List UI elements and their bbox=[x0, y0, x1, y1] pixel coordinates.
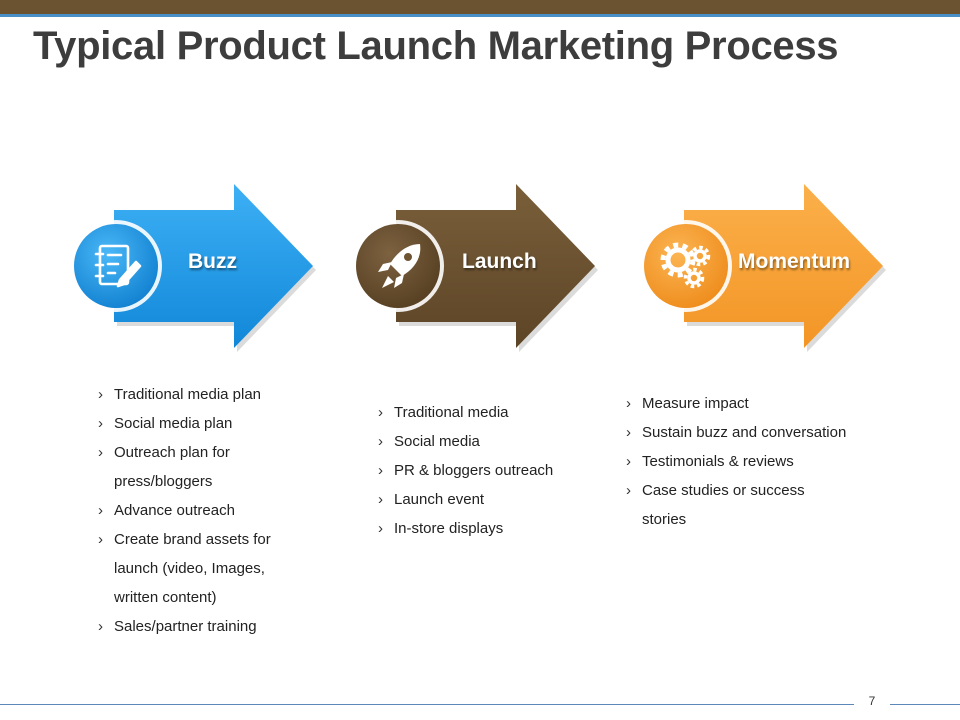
notepad-pen-icon bbox=[94, 244, 142, 288]
list-item: Traditional media bbox=[378, 398, 618, 427]
list-item: Sales/partner training bbox=[98, 612, 298, 641]
list-item: Sustain buzz and conversation bbox=[626, 418, 886, 447]
stage-label: Buzz bbox=[188, 250, 237, 273]
stage-arrow-momentum bbox=[640, 184, 886, 352]
stage-arrow-buzz bbox=[70, 184, 316, 352]
momentum-item-list: Measure impact Sustain buzz and conversa… bbox=[626, 389, 886, 534]
stage-arrow-launch bbox=[352, 184, 598, 352]
header-bar bbox=[0, 0, 960, 14]
stage-launch: Launch bbox=[350, 180, 600, 360]
launch-item-list: Traditional media Social media PR & blog… bbox=[378, 398, 618, 543]
list-item: PR & bloggers outreach bbox=[378, 456, 618, 485]
list-item: Traditional media plan bbox=[98, 380, 298, 409]
stage-momentum: Momentum bbox=[638, 180, 888, 360]
rocket-icon bbox=[378, 244, 421, 288]
list-item: Create brand assets for launch (video, I… bbox=[98, 525, 298, 612]
list-item: Social media bbox=[378, 427, 618, 456]
buzz-item-list: Traditional media plan Social media plan… bbox=[98, 380, 298, 641]
list-item: Testimonials & reviews bbox=[626, 447, 886, 476]
page-number: 7 bbox=[868, 694, 876, 708]
list-item: Measure impact bbox=[626, 389, 886, 418]
stage-label: Launch bbox=[462, 250, 537, 273]
stage-buzz: Buzz bbox=[68, 180, 318, 360]
list-item: Case studies or success stories bbox=[626, 476, 826, 534]
page-title: Typical Product Launch Marketing Process bbox=[33, 24, 839, 68]
footer-rule bbox=[890, 704, 960, 705]
list-item: Advance outreach bbox=[98, 496, 298, 525]
list-item: In-store displays bbox=[378, 514, 618, 543]
stage-label: Momentum bbox=[738, 250, 850, 273]
header-accent-line bbox=[0, 14, 960, 17]
list-item: Outreach plan for press/bloggers bbox=[98, 438, 298, 496]
list-item: Social media plan bbox=[98, 409, 298, 438]
gears-icon bbox=[660, 242, 711, 289]
footer-rule bbox=[0, 704, 854, 705]
list-item: Launch event bbox=[378, 485, 618, 514]
